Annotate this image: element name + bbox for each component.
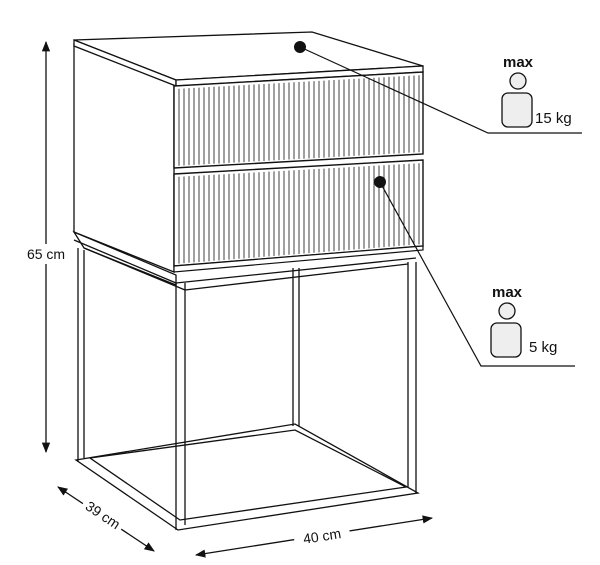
- depth-dimension: 39 cm: [57, 486, 155, 552]
- height-label-front: 65 cm: [27, 246, 65, 262]
- drawer-load-indicator: max 5 kg: [374, 176, 575, 367]
- drawer-max-value: 5 kg: [529, 339, 557, 356]
- cabinet-body: [73, 31, 424, 273]
- cabinet-base: [173, 245, 424, 273]
- top-leader-line: [299, 46, 582, 134]
- weight-icon: [501, 72, 533, 128]
- top-max-value: 15 kg: [535, 110, 572, 127]
- weight-icon: [490, 302, 522, 358]
- height-label-bg: [20, 244, 72, 264]
- drawer-leader-line: [379, 181, 575, 367]
- drawer-bottom: [173, 159, 424, 267]
- drawer-top: [173, 71, 424, 169]
- width-label: 40 cm: [302, 525, 342, 547]
- top-load-indicator: max 15 kg: [294, 41, 582, 134]
- top-max-label: max: [503, 54, 534, 71]
- width-dimension: 40 cm: [194, 515, 434, 558]
- drawer-max-label: max: [492, 284, 523, 301]
- metal-frame: [72, 230, 420, 531]
